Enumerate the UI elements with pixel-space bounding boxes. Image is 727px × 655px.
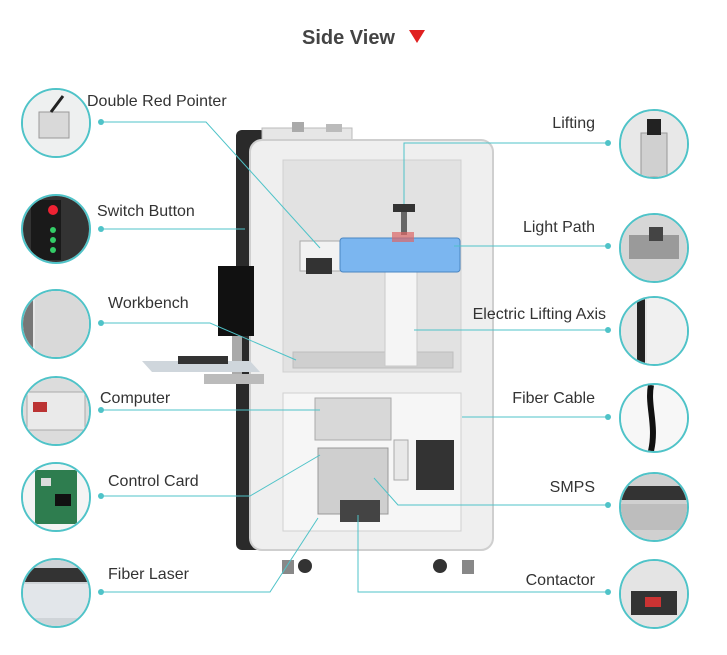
double-red-pointer-thumbnail bbox=[21, 88, 91, 158]
workbench-thumbnail bbox=[21, 289, 91, 359]
label-electric-lifting-axis: Electric Lifting Axis bbox=[472, 306, 606, 323]
label-light-path: Light Path bbox=[522, 219, 595, 236]
label-lifting: Lifting bbox=[552, 115, 595, 132]
fiber-laser-thumbnail bbox=[21, 558, 91, 628]
label-double-red-pointer: Double Red Pointer bbox=[87, 93, 227, 110]
computer-thumbnail bbox=[21, 376, 91, 446]
light-path-thumbnail bbox=[619, 213, 689, 283]
page-title: Side View bbox=[0, 27, 727, 50]
label-fiber-laser: Fiber Laser bbox=[108, 566, 189, 583]
smps-thumbnail bbox=[619, 472, 689, 542]
down-triangle-icon bbox=[409, 30, 425, 43]
contactor-thumbnail bbox=[619, 559, 689, 629]
lifting-thumbnail bbox=[619, 109, 689, 179]
control-card-thumbnail bbox=[21, 462, 91, 532]
switch-button-thumbnail bbox=[21, 194, 91, 264]
label-switch-button: Switch Button bbox=[97, 203, 195, 220]
label-control-card: Control Card bbox=[108, 473, 199, 490]
title-text: Side View bbox=[301, 27, 395, 49]
label-fiber-cable: Fiber Cable bbox=[512, 390, 595, 407]
fiber-cable-thumbnail bbox=[619, 383, 689, 453]
label-computer: Computer bbox=[100, 390, 171, 407]
label-workbench: Workbench bbox=[108, 295, 189, 312]
label-smps: SMPS bbox=[549, 479, 595, 496]
label-contactor: Contactor bbox=[525, 572, 595, 589]
electric-lifting-axis-thumbnail bbox=[619, 296, 689, 366]
